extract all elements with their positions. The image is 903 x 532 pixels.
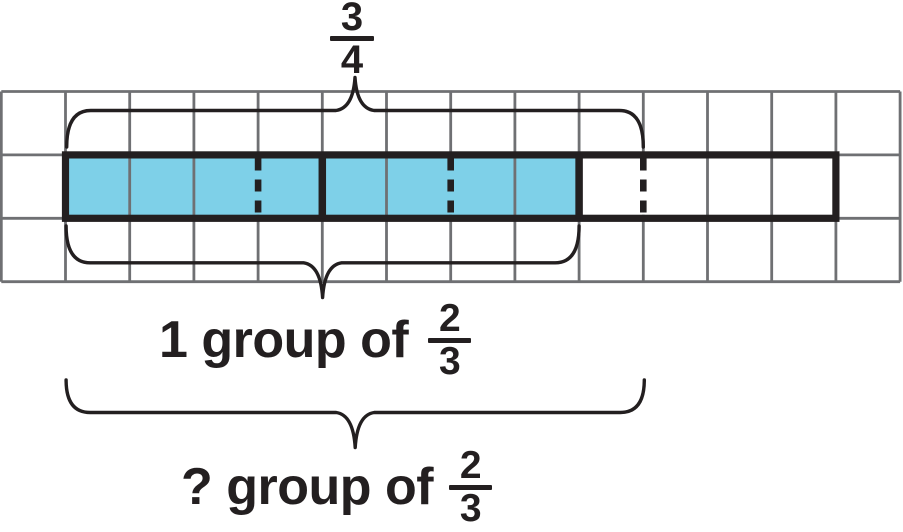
- fraction-numerator: 3: [340, 0, 364, 39]
- fraction-numerator: 2: [459, 444, 482, 487]
- fraction-denominator: 3: [439, 339, 461, 383]
- fraction-denominator: 3: [459, 486, 482, 530]
- question-group-label-text: ? group of: [181, 458, 434, 517]
- three-fourths-fraction: 3 4: [330, 0, 374, 83]
- two-thirds-fraction: 2 3: [449, 444, 492, 530]
- fraction-bar: [428, 337, 472, 343]
- fraction-bar: [449, 484, 492, 490]
- three-fourths-brace: [65, 75, 645, 149]
- tape-outline: [61, 151, 840, 222]
- question-group-label: ? group of 2 3: [181, 444, 492, 530]
- one-group-label: 1 group of 2 3: [159, 297, 472, 383]
- question-group-brace: [64, 378, 646, 450]
- fraction-bar: [330, 36, 374, 42]
- fraction-denominator: 4: [340, 38, 364, 83]
- one-group-brace: [64, 224, 581, 300]
- fraction-numerator: 2: [439, 297, 461, 340]
- one-group-label-text: 1 group of: [159, 311, 409, 370]
- two-thirds-fraction: 2 3: [428, 297, 472, 383]
